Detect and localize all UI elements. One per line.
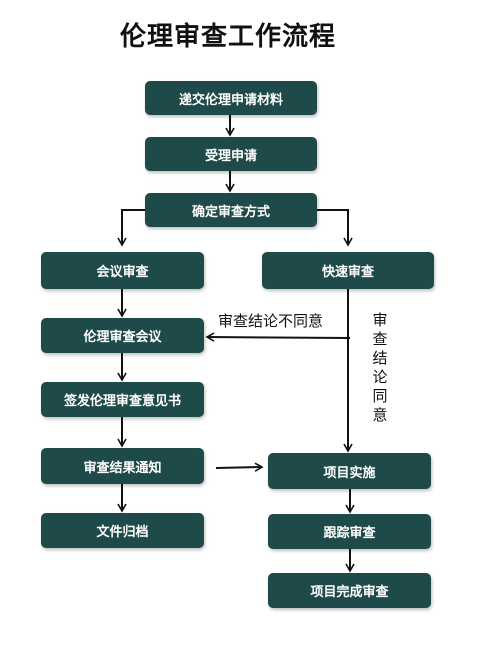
edge-label-disagree: 审查结论不同意 — [218, 312, 324, 330]
node-fast-review: 快速审查 — [262, 252, 434, 289]
node-project-completion-review: 项目完成审查 — [268, 573, 431, 608]
node-ethics-review-meeting: 伦理审查会议 — [41, 318, 204, 353]
arrow-notify-implement — [215, 462, 264, 472]
node-file-archive: 文件归档 — [41, 513, 204, 548]
node-accept-application: 受理申请 — [145, 137, 317, 171]
node-tracking-review: 跟踪审查 — [268, 514, 431, 549]
node-issue-review-opinion: 签发伦理审查意见书 — [41, 382, 204, 417]
edge-label-agree: 审查结论同意 — [372, 311, 388, 424]
node-project-implementation: 项目实施 — [268, 453, 431, 489]
node-submit-application: 递交伦理申请材料 — [145, 81, 317, 115]
node-meeting-review: 会议审查 — [41, 252, 204, 289]
arrow-determine-fast — [317, 209, 353, 247]
arrow-determine-meeting — [117, 209, 145, 247]
node-review-result-notice: 审查结果通知 — [41, 448, 204, 484]
node-determine-review-method: 确定审查方式 — [145, 193, 317, 227]
page-title: 伦理审查工作流程 — [120, 22, 337, 52]
arrow-fast-disagree — [205, 332, 351, 342]
